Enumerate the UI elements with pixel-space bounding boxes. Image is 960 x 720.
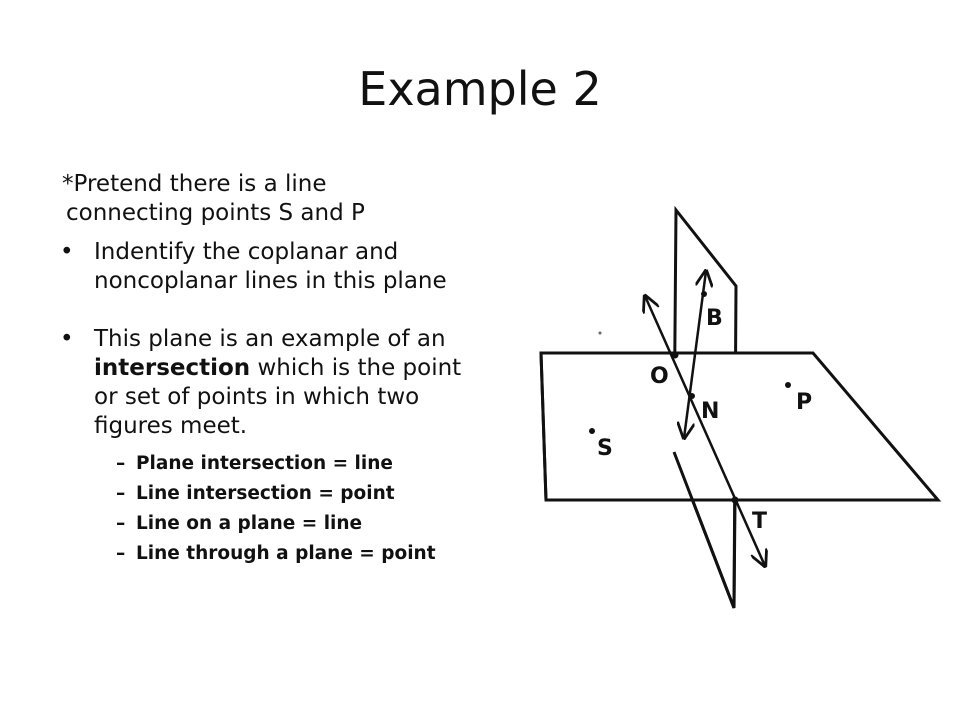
rule-line-through-plane: Line through a plane = point xyxy=(58,539,478,569)
note-line-1: *Pretend there is a line xyxy=(62,171,327,197)
note-line-2: connecting points S and P xyxy=(66,200,365,226)
label-n: N xyxy=(701,399,719,424)
intersection-rules-list: Plane intersection = line Line intersect… xyxy=(58,449,478,569)
bullet-intersection: This plane is an example of an intersect… xyxy=(58,325,478,441)
intersection-term: intersection xyxy=(94,355,251,381)
point-b xyxy=(701,291,707,297)
bullet-coplanar: Indentify the coplanar and noncoplanar l… xyxy=(58,238,478,296)
vertical-plane-lower-right-edge xyxy=(732,499,737,609)
intersecting-planes-diagram: B O N P S T xyxy=(539,205,942,609)
label-t: T xyxy=(752,509,767,534)
bullet-intersection-after: which is the point or set of points in w… xyxy=(94,355,462,439)
point-s xyxy=(589,428,595,434)
slide-content: *Pretend there is a line connecting poin… xyxy=(58,170,478,569)
label-b: B xyxy=(706,306,723,331)
spacer xyxy=(58,296,478,325)
line-bn xyxy=(684,271,706,438)
bullet-intersection-before: This plane is an example of an xyxy=(94,326,446,352)
rule-line-intersection: Line intersection = point xyxy=(58,479,478,509)
point-p xyxy=(785,382,791,388)
slide-title: Example 2 xyxy=(358,62,602,116)
note-text: *Pretend there is a line connecting poin… xyxy=(58,170,478,228)
point-n xyxy=(689,393,695,399)
rule-plane-intersection: Plane intersection = line xyxy=(58,449,478,479)
rule-line-on-plane: Line on a plane = line xyxy=(58,509,478,539)
label-p: P xyxy=(796,390,812,415)
point-o xyxy=(671,351,679,359)
horizontal-plane xyxy=(539,351,942,502)
label-s: S xyxy=(597,436,613,461)
label-o: O xyxy=(650,364,669,389)
stray-dot xyxy=(598,331,602,335)
point-t xyxy=(731,496,739,504)
horizontal-plane-left-edge xyxy=(539,352,548,501)
